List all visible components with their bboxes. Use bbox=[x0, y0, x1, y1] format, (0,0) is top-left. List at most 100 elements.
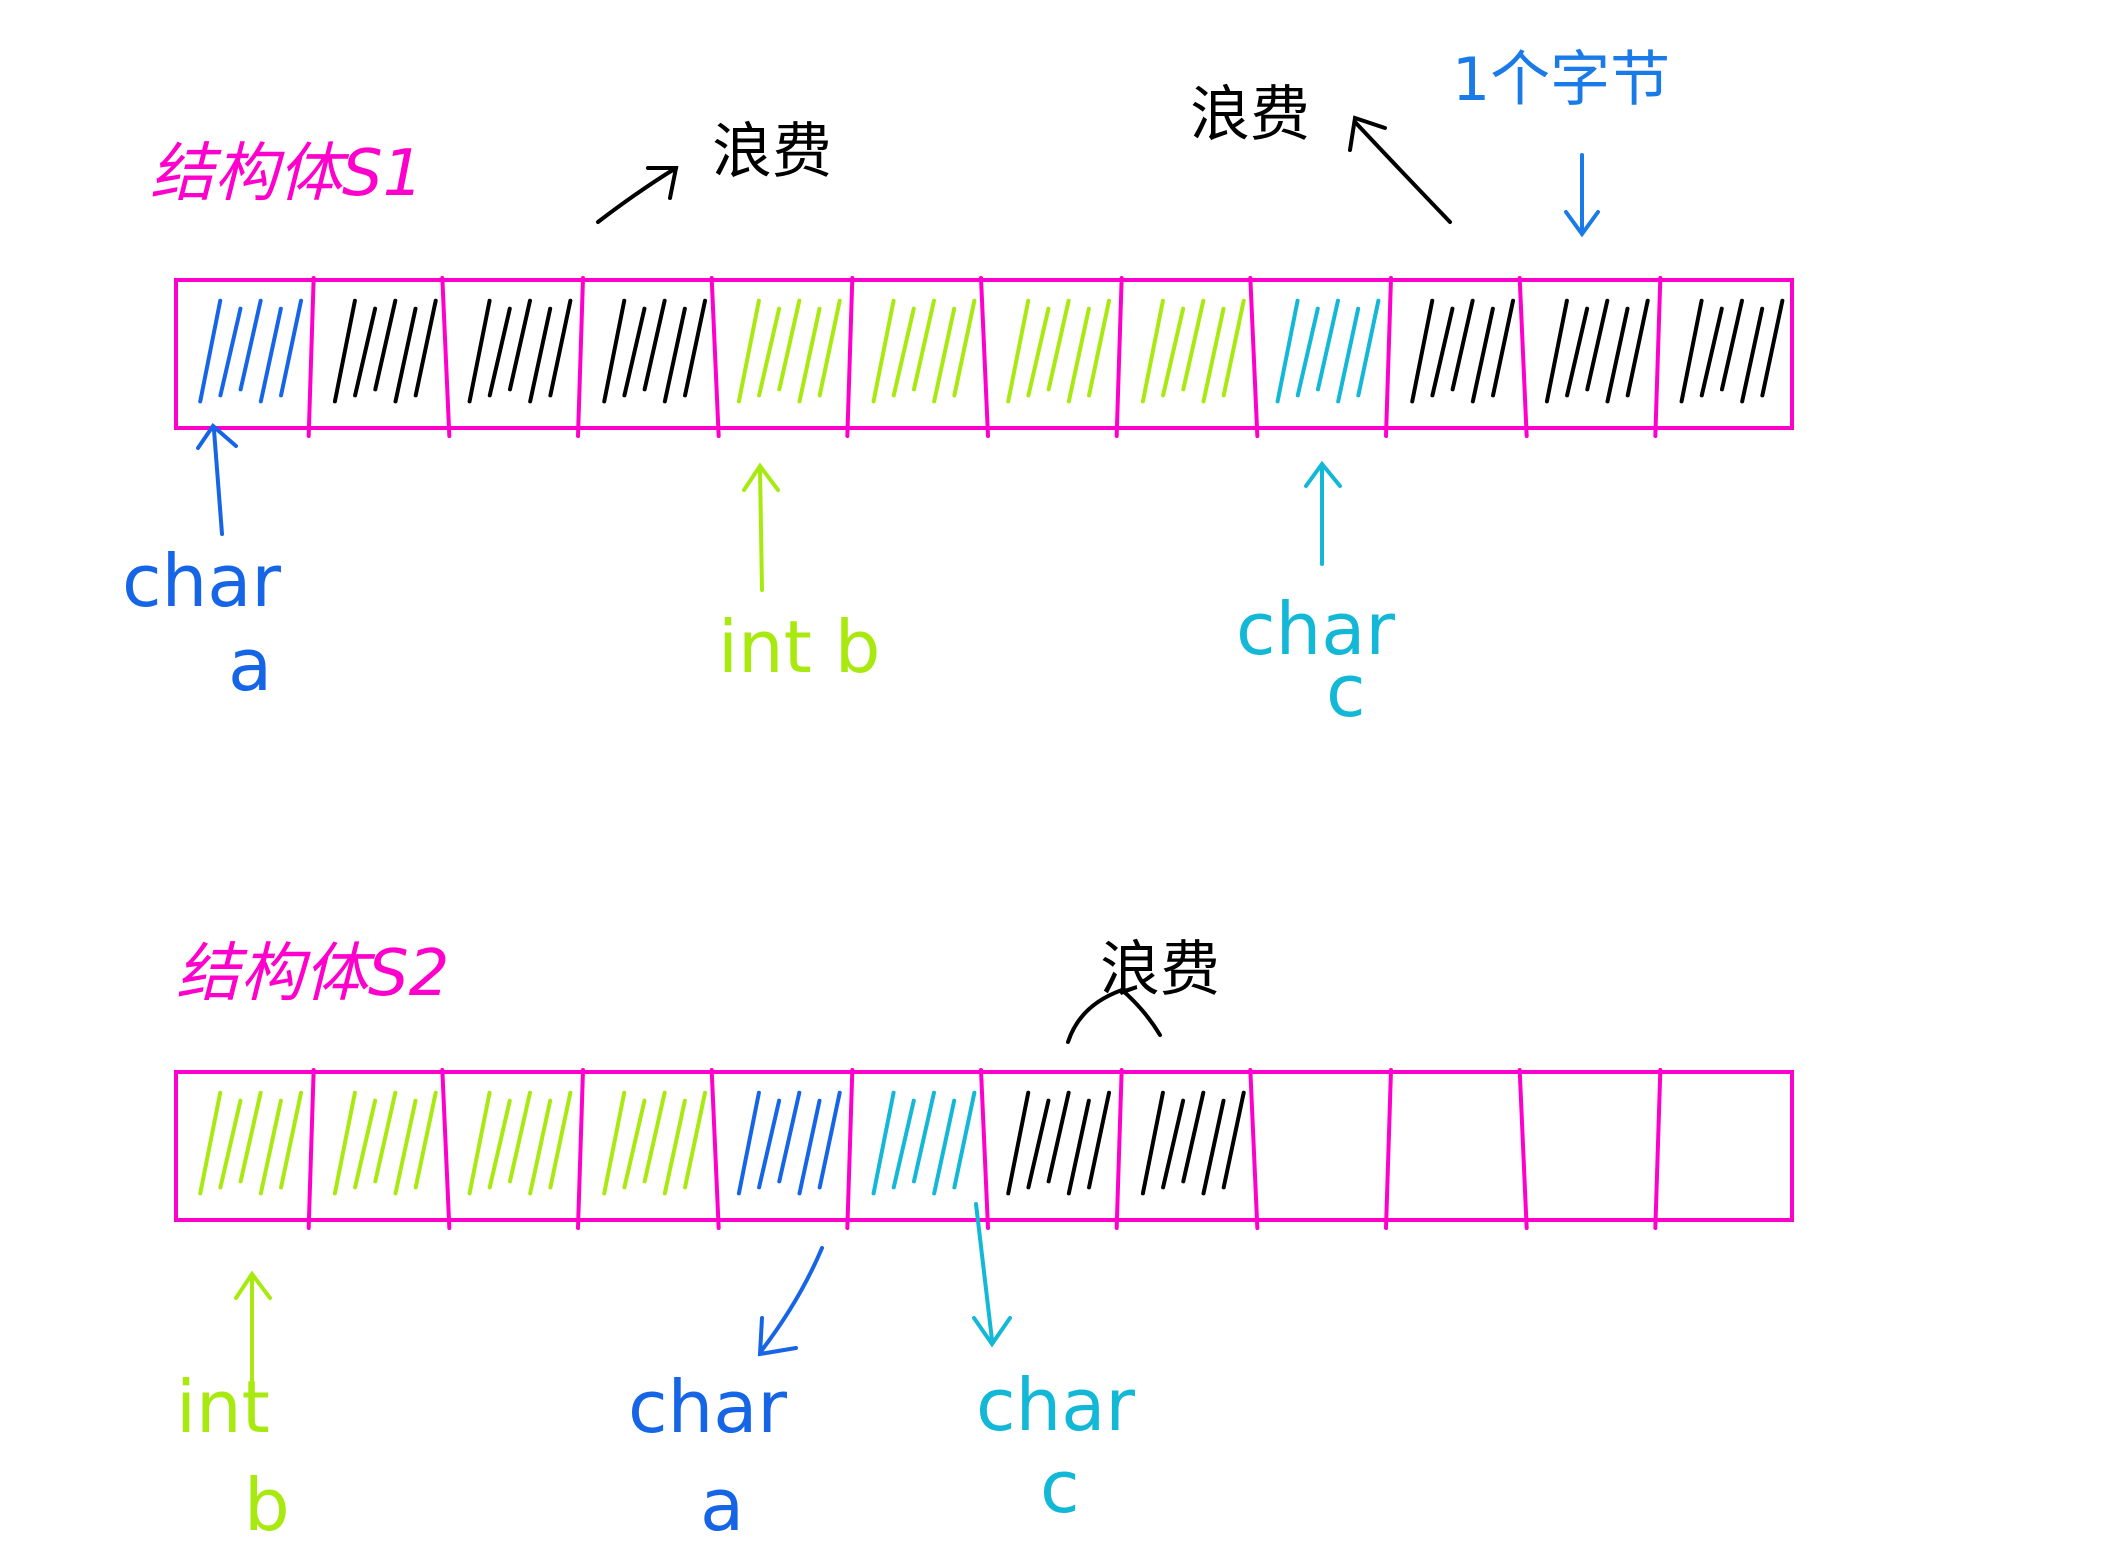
s2-hatch-line bbox=[218, 1098, 243, 1190]
s2-hatch-line bbox=[353, 1098, 378, 1190]
s2-hatch-line bbox=[683, 1090, 708, 1190]
s2-cell-divider bbox=[979, 1068, 990, 1230]
s2-cell-divider bbox=[440, 1068, 452, 1230]
s1-cell-divider bbox=[709, 276, 721, 438]
s1-hatch-line bbox=[279, 298, 304, 398]
s2-cell-divider bbox=[1384, 1068, 1393, 1230]
s1-cell-divider bbox=[1517, 276, 1529, 438]
s1-hatch-line bbox=[622, 306, 647, 398]
s2-byte-cell-6-char-c bbox=[871, 1090, 977, 1196]
s2-cell-divider bbox=[709, 1068, 721, 1230]
s1-title: 结构体S1 bbox=[150, 137, 423, 211]
s1-hatch-line bbox=[797, 306, 822, 404]
s2-hatch-line bbox=[1046, 1090, 1071, 1184]
s1-hatch-line bbox=[891, 306, 916, 398]
s2-byte-cell-7-padding bbox=[1006, 1090, 1112, 1196]
s1-hatch-line bbox=[548, 298, 573, 398]
s1-byte-cell-9-char-c bbox=[1275, 298, 1381, 404]
s2-char-c-arrow bbox=[974, 1202, 994, 1342]
s2-byte-cell-2-int-b bbox=[332, 1090, 438, 1196]
s1-hatch-line bbox=[1740, 306, 1765, 404]
s1-hatch-line bbox=[1181, 298, 1206, 392]
s2-cell-divider bbox=[1114, 1068, 1124, 1230]
s2-hatch-line bbox=[817, 1090, 842, 1190]
s1-hatch-line bbox=[1295, 306, 1320, 398]
s1-hatch-line bbox=[393, 306, 418, 404]
s1-hatch-line bbox=[258, 306, 283, 404]
s1-hatch-line bbox=[932, 306, 957, 404]
s1-hatch-line bbox=[353, 306, 378, 398]
s2-waste-arrow bbox=[1066, 987, 1162, 1044]
s1-hatch-line bbox=[487, 306, 512, 398]
s2-hatch-line bbox=[642, 1090, 667, 1184]
s1-hatch-line bbox=[683, 298, 708, 398]
s1-cell-divider bbox=[845, 276, 855, 438]
s1-waste-left-arrow bbox=[596, 166, 678, 224]
s1-hatch-line bbox=[1275, 298, 1300, 404]
s1-hatch-line bbox=[1565, 306, 1590, 398]
s2-hatch-line bbox=[777, 1090, 802, 1184]
s2-hatch-line bbox=[1221, 1090, 1246, 1190]
s1-hatch-line bbox=[602, 298, 627, 404]
s1-byte-cell-1-char-a bbox=[198, 298, 304, 404]
s2-hatch-line bbox=[757, 1098, 782, 1190]
s1-hatch-line bbox=[1585, 298, 1610, 392]
s2-byte-cell-5-char-a bbox=[736, 1090, 842, 1196]
s1-byte-cell-3-padding bbox=[467, 298, 573, 404]
s2-hatch-line bbox=[413, 1090, 438, 1190]
s1-waste-left-label: 浪费 bbox=[712, 117, 832, 187]
s1-byte-cell-11-padding bbox=[1544, 298, 1650, 404]
s1-hatch-line bbox=[1087, 298, 1112, 398]
s1-byte-cell-10-padding bbox=[1410, 298, 1516, 404]
s2-char-a-arrowhead bbox=[757, 1316, 798, 1357]
s2-hatch-line bbox=[736, 1090, 761, 1196]
s1-hatch-line bbox=[413, 298, 438, 398]
s2-hatch-line bbox=[932, 1098, 957, 1196]
s2-char-c-label-type: char bbox=[976, 1363, 1135, 1447]
s1-hatch-line bbox=[1356, 298, 1381, 398]
s2-hatch-line bbox=[871, 1090, 896, 1196]
s1-hatch-line bbox=[1760, 298, 1785, 398]
s1-char-a-label-type: char bbox=[122, 539, 281, 623]
s1-hatch-line bbox=[1605, 306, 1630, 404]
s1-hatch-line bbox=[1544, 298, 1569, 404]
s2-int-b-label-type: int bbox=[176, 1365, 270, 1449]
s2-char-a-arrow bbox=[760, 1246, 824, 1352]
s1-waste-left-arrowhead bbox=[646, 166, 679, 200]
s2-hatch-line bbox=[797, 1098, 822, 1196]
s2-char-a-label-type: char bbox=[628, 1365, 787, 1449]
s2-bar-frame bbox=[174, 1070, 1794, 1222]
s2-cell-divider bbox=[306, 1068, 316, 1230]
s2-hatch-line bbox=[198, 1090, 223, 1196]
s1-hatch-line bbox=[871, 298, 896, 404]
s1-hatch-line bbox=[1201, 306, 1226, 404]
s1-hatch-line bbox=[642, 298, 667, 392]
s1-hatch-line bbox=[528, 306, 553, 404]
s2-hatch-line bbox=[891, 1098, 916, 1190]
s1-hatch-line bbox=[777, 298, 802, 392]
s1-cell-divider bbox=[1114, 276, 1124, 438]
s2-hatch-line bbox=[467, 1090, 492, 1196]
s2-hatch-line bbox=[1161, 1098, 1186, 1190]
s1-byte-cell-4-padding bbox=[602, 298, 708, 404]
s1-char-a-label-name: a bbox=[228, 623, 272, 707]
s1-cell-divider bbox=[306, 276, 316, 438]
s2-hatch-line bbox=[952, 1090, 977, 1190]
s2-hatch-line bbox=[507, 1090, 532, 1184]
s2-hatch-line bbox=[258, 1098, 283, 1196]
s2-byte-cell-8-padding bbox=[1140, 1090, 1246, 1196]
s1-byte-cell-7-int-b bbox=[1006, 298, 1112, 404]
s1-hatch-line bbox=[736, 298, 761, 404]
s2-char-c-arrowhead bbox=[972, 1316, 1012, 1348]
s1-cell-divider bbox=[440, 276, 452, 438]
s1-waste-right-label: 浪费 bbox=[1190, 80, 1310, 150]
s1-hatch-line bbox=[507, 298, 532, 392]
s1-cell-divider bbox=[979, 276, 990, 438]
s1-byte-cell-5-int-b bbox=[736, 298, 842, 404]
s1-hatch-line bbox=[332, 298, 357, 404]
s2-int-b-arrowhead bbox=[234, 1270, 272, 1300]
s1-memory-bar bbox=[174, 276, 1794, 438]
s2-hatch-line bbox=[487, 1098, 512, 1190]
s1-int-b-label: int b bbox=[718, 605, 880, 689]
